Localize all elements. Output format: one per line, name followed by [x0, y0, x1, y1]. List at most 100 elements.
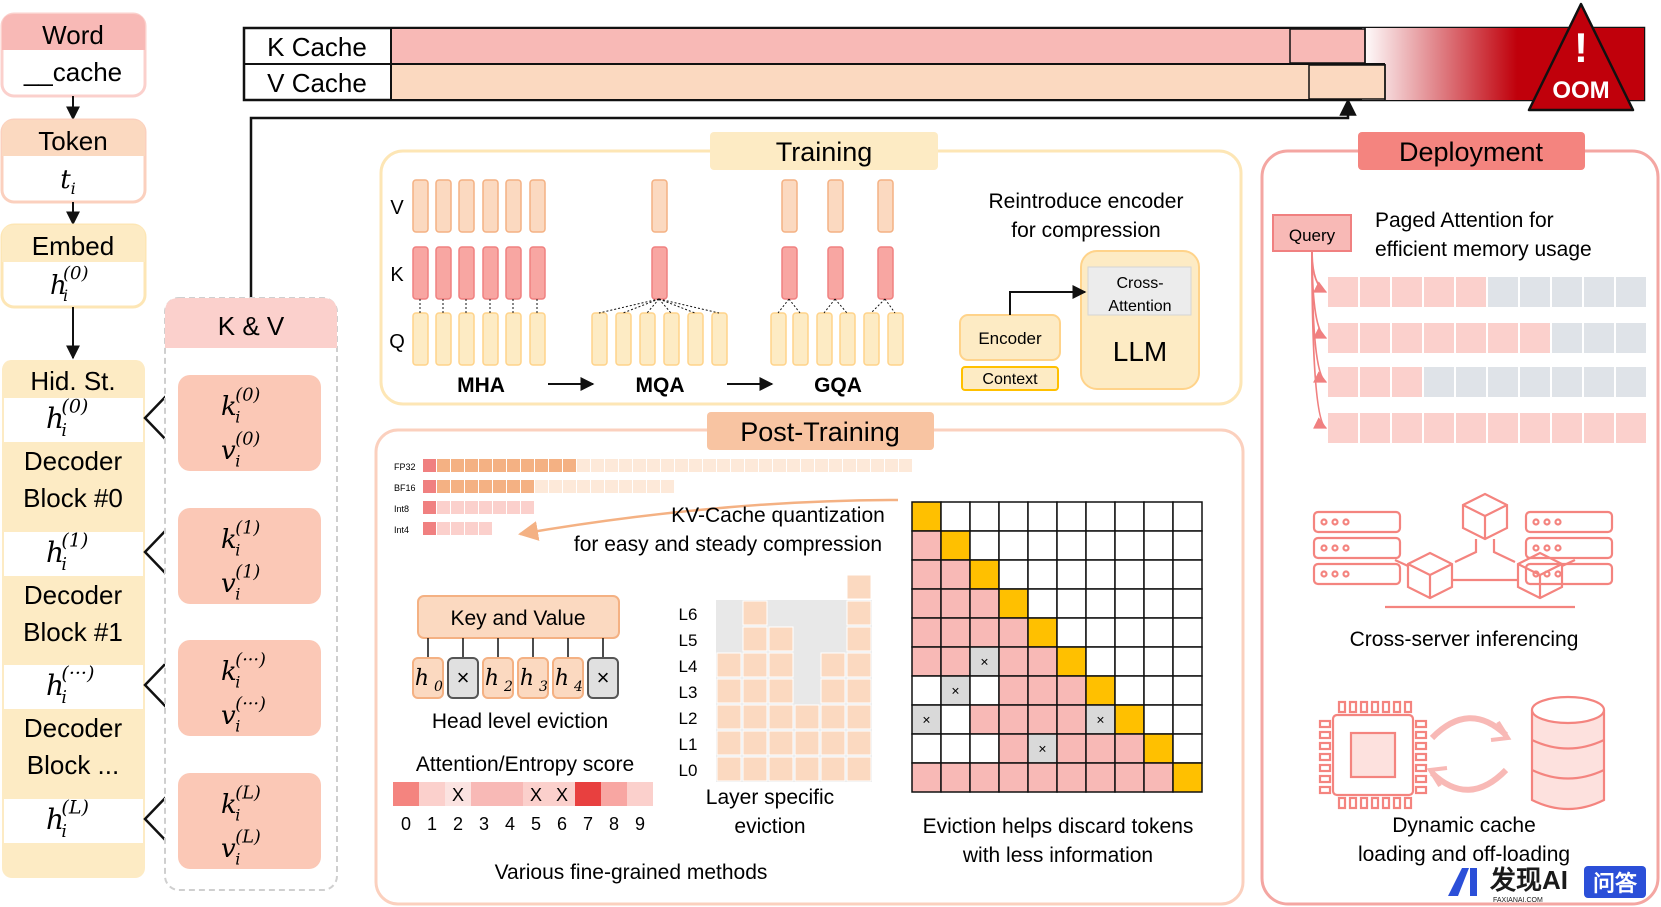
quant-sign-1: [423, 480, 436, 493]
chip-pin-right-3: [1414, 752, 1428, 762]
score-index-6: 6: [557, 814, 567, 834]
score-cell-7: [575, 782, 601, 806]
page-block-3-1: [1360, 413, 1390, 443]
mqa-q-head-2: [639, 312, 656, 366]
k-cache-fill: [391, 29, 1365, 63]
matrix-cell-3-4: [1027, 588, 1058, 619]
gqa-link-2: [823, 298, 836, 314]
mha-k-head-0: [412, 246, 429, 300]
quant-cell-0-13: [619, 459, 632, 472]
mha-v-head-2: [458, 179, 475, 233]
kv-item-0-k-var: k: [221, 392, 237, 422]
cross-attention-label-2: Attention: [1108, 298, 1171, 315]
cross-attention-box: [1087, 266, 1192, 316]
matrix-cell-3-7: [1114, 588, 1145, 619]
layer-cell-5-0: [846, 756, 872, 782]
matrix-cell-2-7: [1114, 559, 1145, 590]
quant-cell-0-29: [843, 459, 856, 472]
gqa-link-3: [834, 298, 848, 314]
layer-caption-2: eviction: [734, 815, 805, 838]
cross-server-icon: [1312, 492, 1614, 609]
score-index-4: 4: [505, 814, 515, 834]
matrix-cell-6-2: [969, 675, 1000, 706]
page-block-2-3: [1424, 367, 1454, 397]
layer-label-2: L4: [679, 657, 698, 676]
layer-cell-5-7: [846, 574, 872, 600]
matrix-cell-9-9: [1172, 762, 1203, 793]
score-title: Attention/Entropy score: [416, 753, 634, 776]
quant-cell-3-2: [465, 522, 478, 535]
matrix-cell-4-4: [1027, 617, 1058, 648]
page-block-3-5: [1488, 413, 1518, 443]
serverLeft-led-0-0: [1320, 518, 1328, 526]
llm-label: LLM: [1113, 336, 1167, 367]
hidden-state-1-var: h: [46, 536, 64, 569]
matrix-cell-9-4: [1027, 762, 1058, 793]
matrix-cell-0-7: [1114, 501, 1145, 532]
page-block-2-8: [1584, 367, 1614, 397]
layer-cell-5-4: [846, 652, 872, 678]
chip-pin-bottom-5: [1392, 796, 1402, 810]
quant-cell-1-9: [563, 480, 576, 493]
gqa-v-head-2: [877, 179, 894, 233]
matrix-cell-0-6: [1085, 501, 1116, 532]
quant-cell-1-13: [619, 480, 632, 493]
page-block-3-8: [1584, 413, 1614, 443]
layer-cell-4-2: [820, 704, 846, 730]
hidden-to-kv-arrow-2: [143, 658, 171, 712]
score-index-7: 7: [583, 814, 593, 834]
matrix-cell-6-5: [1056, 675, 1087, 706]
matrix-cell-9-5: [1056, 762, 1087, 793]
layer-cell-0-3: [716, 678, 742, 704]
hidden-to-kv-arrow-3: [143, 792, 171, 846]
chip-pin-right-1: [1414, 730, 1428, 740]
matrix-cell-3-5: [1056, 588, 1087, 619]
mqa-k-head-0: [651, 246, 668, 300]
matrix-cell-9-3: [998, 762, 1029, 793]
mha-v-head-3: [482, 179, 499, 233]
mqa-q-head-5: [711, 312, 728, 366]
head-sub-3: 3: [539, 679, 548, 695]
quant-cell-0-20: [717, 459, 730, 472]
matrix-cell-1-5: [1056, 530, 1087, 561]
matrix-cell-8-6: [1085, 733, 1116, 764]
hidden-state-2-sup: (···): [61, 663, 94, 685]
serverLeft-led-2-2: [1342, 570, 1350, 578]
method-mqa: MQA: [636, 374, 685, 397]
matrix-cell-0-3: [998, 501, 1029, 532]
page-block-1-2: [1392, 323, 1422, 353]
layer-cell-3-0: [794, 756, 820, 782]
chip-pin-left-6: [1318, 785, 1332, 795]
head-3: [517, 657, 549, 699]
chip-pin-top-3: [1370, 700, 1380, 714]
serverLeft-led-2-1: [1331, 570, 1339, 578]
matrix-cell-2-6: [1085, 559, 1116, 590]
kv-item-0: [178, 375, 321, 471]
layer-cell-2-5: [768, 626, 794, 652]
kv-item-1-k-var: k: [221, 525, 237, 555]
quant-cell-0-3: [479, 459, 492, 472]
serverRight-led-2-2: [1554, 570, 1562, 578]
mqa-link-3: [658, 298, 672, 314]
matrix-cell-8-7: [1114, 733, 1145, 764]
left-column: Word __cache Token ti Embed h i (0) Hid.…: [0, 12, 171, 878]
kv-item-2-v-var: v: [221, 701, 236, 731]
dynamic-caption-2: loading and off-loading: [1358, 843, 1570, 866]
quant-cell-1-14: [633, 480, 646, 493]
hidden-state-3-sup: (L): [61, 797, 89, 819]
quant-cell-0-14: [633, 459, 646, 472]
training-panel: Training V K Q MHA MQA GQA Reintroduce e…: [379, 132, 1243, 406]
page-block-3-9: [1616, 413, 1646, 443]
chip-pin-left-2: [1318, 741, 1332, 751]
chip-pin-left-3: [1318, 752, 1332, 762]
mqa-q-head-1: [615, 312, 632, 366]
matrix-cell-7-7: [1114, 704, 1145, 735]
quant-caption-1: KV-Cache quantization: [671, 504, 885, 527]
matrix-cell-4-2: [969, 617, 1000, 648]
database-icon: [1530, 695, 1606, 810]
matrix-cell-9-7: [1114, 762, 1145, 793]
kv-item-1-v-sub: i: [235, 584, 240, 603]
dynamic-caption-1: Dynamic cache: [1392, 814, 1536, 837]
page-block-1-5: [1488, 323, 1518, 353]
matrix-cell-6-9: [1172, 675, 1203, 706]
